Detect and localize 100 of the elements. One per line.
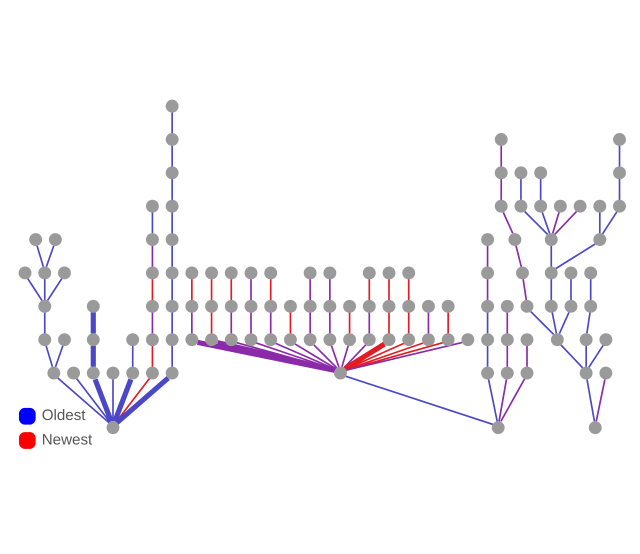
connector [230, 278, 232, 300]
connector [294, 342, 336, 369]
connector [329, 278, 331, 300]
connector [586, 312, 591, 334]
node-circle [544, 232, 558, 246]
node-circle [382, 266, 396, 279]
node-circle [264, 266, 278, 279]
connector [112, 378, 134, 422]
connector [486, 345, 488, 366]
node-circle [146, 332, 159, 346]
legend-label: Oldest [42, 406, 86, 424]
node-circle [166, 299, 179, 312]
connector [191, 312, 193, 333]
connector [602, 210, 618, 234]
connector [550, 278, 552, 300]
connector [230, 312, 232, 333]
connector [171, 278, 173, 300]
connector [558, 312, 570, 334]
connector [343, 344, 366, 368]
node-circle [38, 266, 52, 279]
node-circle [516, 266, 529, 279]
node-circle [185, 332, 198, 346]
connector [552, 212, 560, 234]
node-circle [185, 266, 198, 279]
connector [171, 245, 173, 266]
connector [524, 210, 548, 234]
node-circle [323, 266, 336, 279]
node-circle [599, 332, 612, 346]
node-circle [166, 332, 179, 346]
node-circle [534, 199, 548, 212]
node-circle [461, 332, 474, 346]
node-circle [481, 299, 494, 312]
node-circle [613, 132, 626, 146]
connector [554, 210, 578, 234]
node-circle [508, 232, 522, 246]
connector [550, 245, 552, 266]
node-circle [500, 299, 514, 312]
node-circle [205, 299, 218, 312]
node-circle [304, 266, 317, 279]
connector [309, 278, 311, 300]
connector [275, 342, 336, 370]
connector [256, 342, 336, 370]
node-circle [481, 332, 494, 346]
connector [585, 345, 587, 366]
node-circle [48, 232, 62, 246]
connector [588, 344, 604, 368]
connector [132, 345, 134, 366]
node-circle [500, 366, 514, 379]
node-circle [574, 199, 587, 212]
node-circle [580, 366, 593, 379]
connector [270, 278, 272, 300]
node-circle [146, 299, 159, 312]
node-circle [520, 366, 534, 379]
node-circle [593, 232, 606, 246]
node-circle [494, 166, 508, 179]
node-circle [494, 132, 508, 146]
node-circle [106, 420, 120, 434]
node-circle [580, 332, 593, 346]
connector [36, 244, 44, 266]
node-circle [544, 299, 558, 312]
node-circle [520, 299, 534, 312]
connector [171, 312, 173, 333]
node-circle [584, 266, 598, 279]
node-circle [86, 299, 100, 312]
node-circle [402, 266, 416, 279]
node-circle [534, 166, 548, 179]
connector [488, 378, 498, 422]
node-circle [244, 266, 258, 279]
node-circle [382, 332, 396, 346]
connector [618, 178, 620, 200]
node-circle [166, 99, 179, 112]
connector [520, 178, 522, 200]
node-circle [47, 366, 60, 379]
node-circle [244, 332, 258, 346]
node-circle [492, 420, 505, 434]
node-circle [442, 299, 455, 312]
node-circle [564, 266, 578, 279]
node-circle [58, 266, 71, 279]
connector [388, 278, 390, 300]
node-circle [500, 332, 514, 346]
connector [586, 378, 596, 421]
connector [57, 376, 110, 423]
connector [115, 376, 170, 424]
connector [191, 278, 193, 300]
connector [500, 178, 502, 200]
connector [92, 378, 114, 422]
connector [408, 312, 410, 333]
node-circle [554, 199, 567, 212]
connector [506, 345, 508, 366]
connector [250, 312, 252, 333]
connector [486, 245, 488, 266]
node-circle [481, 266, 494, 279]
node-circle [613, 199, 626, 212]
node-circle [402, 332, 416, 346]
connector [486, 312, 488, 333]
connector [152, 245, 154, 266]
connector [329, 312, 331, 333]
node-circle [224, 332, 238, 346]
connector [551, 312, 558, 334]
connector [171, 112, 173, 133]
